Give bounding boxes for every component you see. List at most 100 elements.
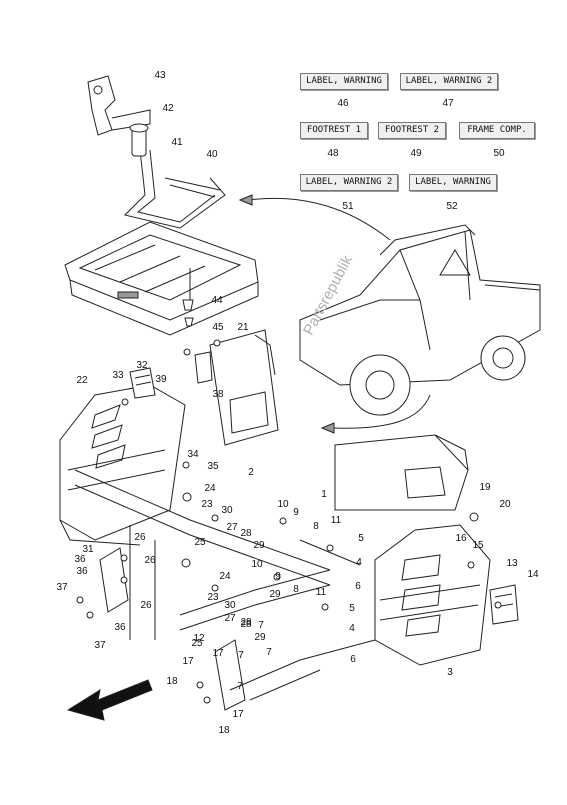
callout-5: 5 (358, 533, 364, 544)
post-41 (129, 123, 149, 157)
callout-43: 43 (154, 70, 166, 81)
callout-19: 19 (479, 482, 491, 493)
side-panel-22 (59, 384, 186, 546)
callout-20: 20 (499, 499, 511, 510)
callout-17: 17 (182, 656, 194, 667)
callout-11-repeat: 11 (316, 587, 327, 598)
callout-30: 30 (221, 505, 233, 516)
part-label-52: LABEL, WARNING (409, 174, 497, 191)
callout-2: 2 (248, 467, 254, 478)
callout-14: 14 (527, 569, 539, 580)
callout-3: 3 (447, 667, 453, 678)
callout-8: 8 (313, 521, 319, 532)
callout-7-repeat: 7 (238, 650, 244, 661)
callout-36: 36 (76, 566, 88, 577)
callout-27: 27 (226, 522, 238, 533)
callout-7: 7 (258, 620, 264, 631)
part-label-50-number: 50 (493, 148, 505, 159)
callout-25-repeat: 25 (191, 638, 203, 649)
arrowhead-bottom (320, 422, 335, 434)
part-label-51-number: 51 (342, 201, 354, 212)
callout-27-repeat: 27 (224, 613, 236, 624)
bolt-44-45 (182, 299, 194, 327)
callout-30-repeat: 30 (224, 600, 236, 611)
callout-38: 38 (212, 389, 224, 400)
part-label-47: LABEL, WARNING 2 (400, 73, 498, 90)
callout-29-repeat: 29 (269, 589, 281, 600)
callout-41: 41 (171, 137, 183, 148)
callout-36-repeat: 36 (114, 622, 126, 633)
part-label-50: FRAME COMP. (459, 122, 535, 139)
floor-panel (64, 221, 259, 336)
fasteners (76, 339, 502, 704)
callout-42: 42 (162, 103, 174, 114)
curved-arrow-bottom (329, 394, 431, 429)
part-label-46: LABEL, WARNING (300, 73, 388, 90)
part-label-51: LABEL, WARNING 2 (300, 174, 398, 191)
callout-15: 15 (472, 540, 484, 551)
callout-10: 10 (277, 499, 289, 510)
callout-32: 32 (136, 360, 148, 371)
callout-4-repeat: 4 (349, 623, 355, 634)
callout-26-repeat: 26 (144, 555, 156, 566)
part-label-48-number: 48 (327, 148, 339, 159)
callout-26: 26 (134, 532, 146, 543)
front-direction-arrow (66, 679, 153, 721)
callout-44: 44 (211, 295, 223, 306)
callout-9-repeat: 9 (275, 571, 281, 582)
part-label-52-number: 52 (446, 201, 458, 212)
callout-24-repeat: 24 (219, 571, 231, 582)
callout-35: 35 (207, 461, 219, 472)
callout-36-repeat: 36 (74, 554, 86, 565)
panel-2 (209, 329, 279, 446)
callout-37-repeat: 37 (94, 640, 106, 651)
callout-39: 39 (155, 374, 167, 385)
callout-18-repeat: 18 (218, 725, 230, 736)
part-label-48: FOOTREST 1 (300, 122, 368, 139)
callout-29: 29 (253, 540, 265, 551)
callout-26-repeat: 26 (140, 600, 152, 611)
seat-frame-40 (124, 149, 226, 229)
bracket-43 (87, 75, 151, 136)
callout-13: 13 (506, 558, 518, 569)
callout-28: 28 (240, 528, 252, 539)
bracket-31 (99, 547, 129, 613)
callout-37: 37 (56, 582, 68, 593)
arrowhead-top (238, 194, 253, 206)
part-label-49-number: 49 (410, 148, 422, 159)
vehicle-illustration (299, 224, 541, 416)
callout-17-repeat: 17 (232, 709, 244, 720)
callout-7-repeat: 7 (266, 647, 272, 658)
callout-29-repeat: 29 (254, 632, 266, 643)
bracket-38 (194, 351, 213, 384)
callout-16: 16 (455, 533, 467, 544)
callout-11: 11 (331, 515, 342, 526)
callout-10-repeat: 10 (251, 559, 263, 570)
callout-23-repeat: 23 (207, 592, 219, 603)
callout-33: 33 (112, 370, 124, 381)
callout-34: 34 (187, 449, 199, 460)
callout-18: 18 (166, 676, 178, 687)
part-label-46-number: 46 (337, 98, 349, 109)
side-panel-3 (374, 524, 491, 666)
callout-45: 45 (212, 322, 224, 333)
callout-17-repeat: 17 (212, 648, 224, 659)
callout-25: 25 (194, 537, 206, 548)
part-label-47-number: 47 (442, 98, 454, 109)
box-32 (129, 367, 156, 399)
callout-23: 23 (201, 499, 213, 510)
callout-9: 9 (293, 507, 299, 518)
callout-28-repeat: 28 (240, 617, 252, 628)
callout-8-repeat: 8 (293, 584, 299, 595)
callout-1: 1 (321, 489, 327, 500)
callout-6: 6 (355, 581, 361, 592)
callout-24: 24 (204, 483, 216, 494)
frame-rails (74, 469, 376, 701)
callout-12: 12 (193, 633, 205, 644)
callout-28-repeat: 28 (240, 619, 252, 630)
callout-7-repeat: 7 (237, 681, 243, 692)
bracket-12 (214, 639, 246, 711)
